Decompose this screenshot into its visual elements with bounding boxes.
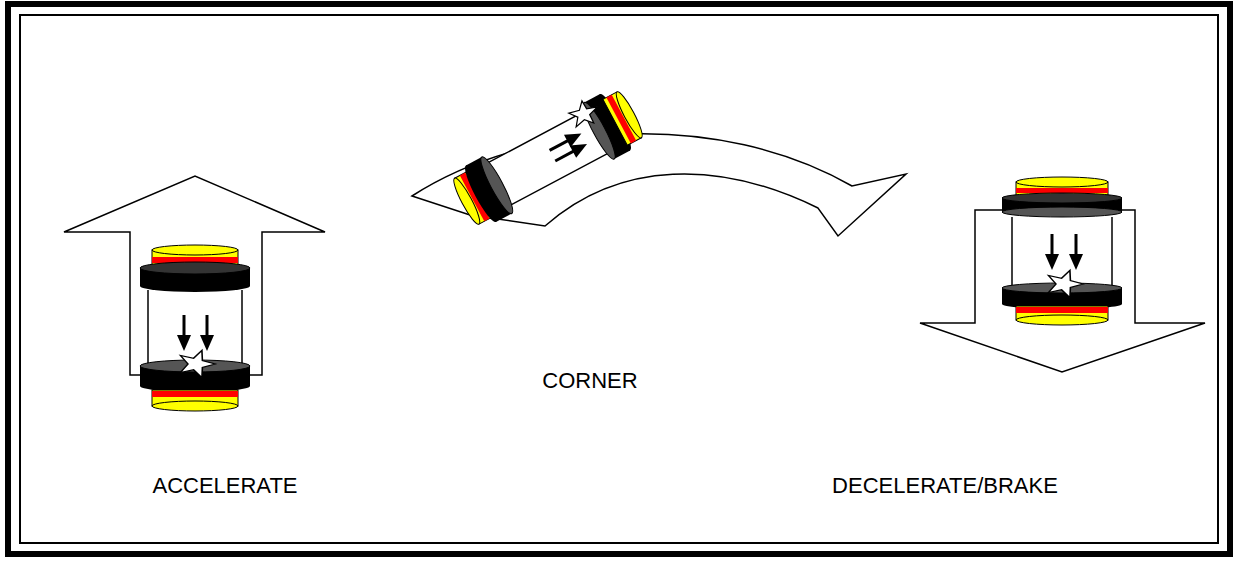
accelerate-figure [64,176,325,411]
caption-label: DECELERATE/BRAKE [832,473,1058,499]
caption-label: CORNER [542,368,637,394]
inner-frame [20,15,1218,543]
caption-label: ACCELERATE [152,473,297,499]
decelerate-figure [920,177,1205,372]
outer-frame [8,4,1230,554]
corner-figure [412,82,906,236]
